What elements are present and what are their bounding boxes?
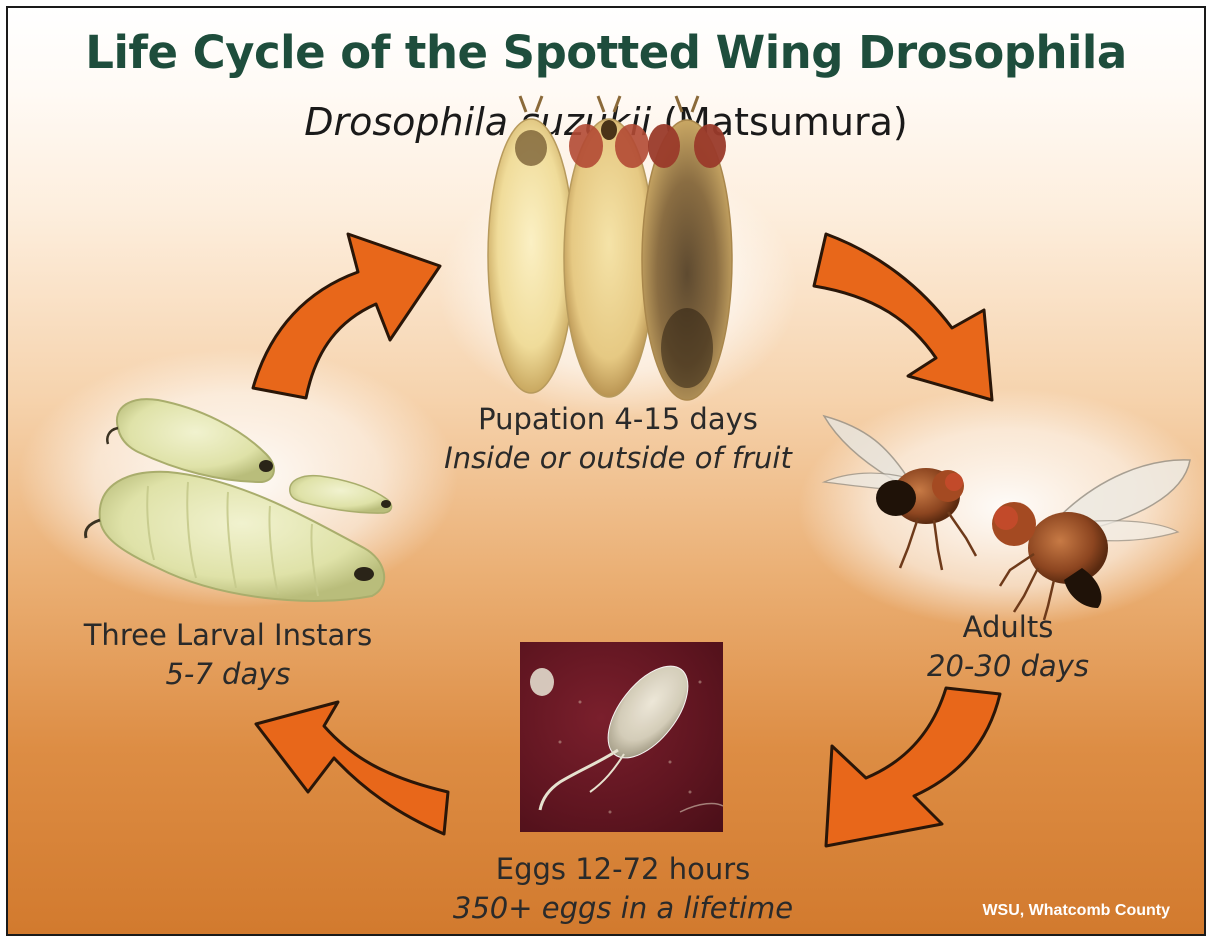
eggs-detail: 350+ eggs in a lifetime [413, 889, 833, 928]
larvae-title: Three Larval Instars [48, 616, 408, 655]
egg-illustration [520, 642, 723, 832]
pupa-light [488, 96, 574, 393]
pupae-group [488, 96, 732, 400]
pupation-label: Pupation 4-15 days Inside or outside of … [408, 400, 828, 478]
pupation-to-adults-arrow [814, 234, 992, 400]
image-credit: WSU, Whatcomb County [982, 902, 1170, 920]
adults-label: Adults 20-30 days [888, 608, 1128, 686]
larvae-label: Three Larval Instars 5-7 days [48, 616, 408, 694]
egg-photo [520, 642, 723, 832]
eggs-label: Eggs 12-72 hours 350+ eggs in a lifetime [413, 850, 833, 928]
adults-duration: 20-30 days [888, 647, 1128, 686]
pupation-duration: Pupation 4-15 days [408, 400, 828, 439]
eggs-to-larvae-arrow [256, 702, 448, 834]
pupation-detail: Inside or outside of fruit [408, 439, 828, 478]
eggs-duration: Eggs 12-72 hours [413, 850, 833, 889]
pupa-red-eyes [564, 96, 654, 397]
life-cycle-slide: Life Cycle of the Spotted Wing Drosophil… [6, 6, 1206, 936]
larvae-duration: 5-7 days [48, 655, 408, 694]
adults-title: Adults [888, 608, 1128, 647]
pupa-dark [642, 96, 732, 400]
adults-to-eggs-arrow [826, 688, 1000, 846]
